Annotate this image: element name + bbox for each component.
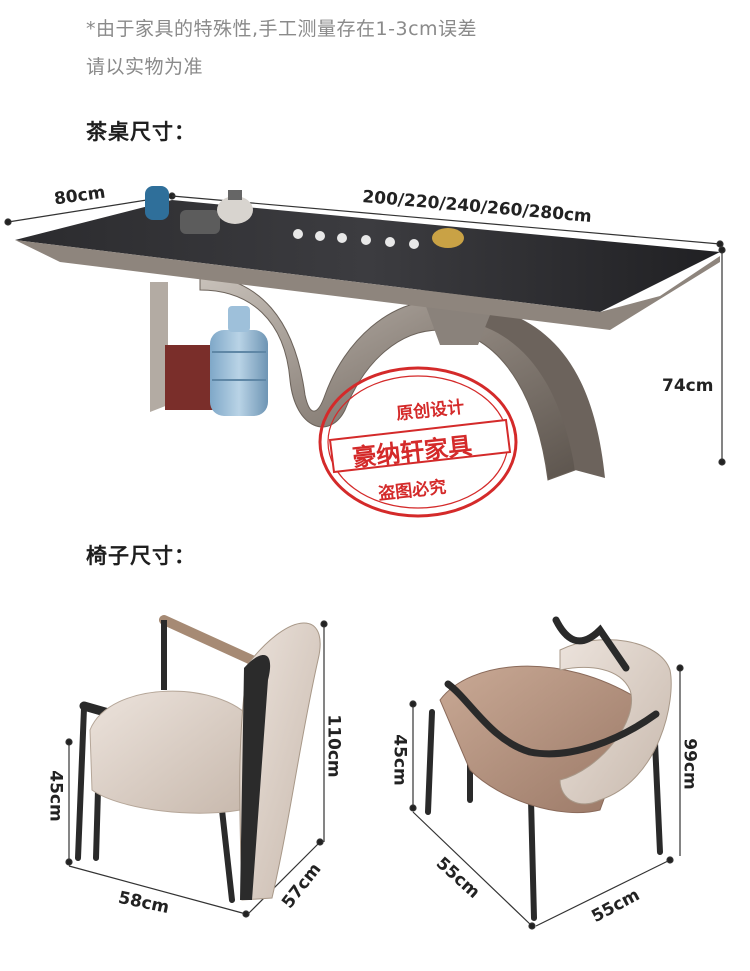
chair-size-title: 椅子尺寸： <box>86 544 196 568</box>
chair-1-seat-height-label: 45cm <box>45 770 66 822</box>
note-line-1: *由于家具的特殊性,手工测量存在1-3cm误差 <box>86 18 478 40</box>
chair-1-illustration <box>65 615 328 918</box>
copyright-seal <box>318 366 518 518</box>
chair-2-total-height-label: 99cm <box>679 738 700 790</box>
table-size-title: 茶桌尺寸： <box>86 120 196 144</box>
chair-2-dimension-lines <box>409 664 684 930</box>
chair-1-total-height-label: 110cm <box>323 714 344 778</box>
table-height-label: 74cm <box>662 376 714 396</box>
chair-2-seat-height-label: 45cm <box>389 734 410 786</box>
red-cabinet <box>165 345 215 410</box>
chair-1-dimension-lines <box>65 620 328 918</box>
note-line-2: 请以实物为准 <box>86 56 204 78</box>
chair-2-illustration <box>409 616 684 930</box>
tea-set-icon <box>145 186 464 249</box>
water-bottle-icon <box>210 306 268 416</box>
table-dimension-lines <box>4 192 726 466</box>
